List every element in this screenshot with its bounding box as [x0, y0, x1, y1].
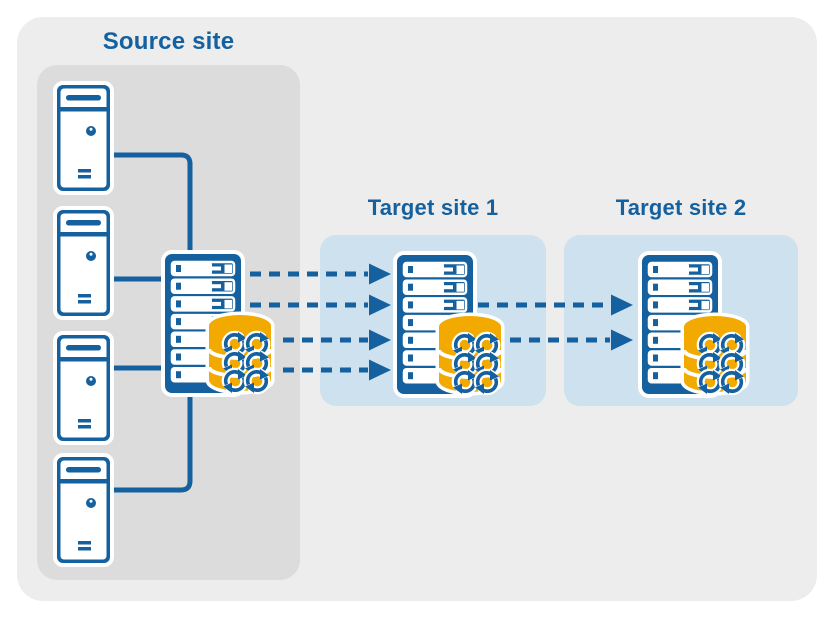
dashed-arrow-icon	[283, 359, 391, 381]
database-stack-icon-target1	[439, 316, 501, 394]
source-site-title: Source site	[102, 28, 235, 55]
dashed-arrow-icon	[250, 263, 391, 285]
database-stack-icon-target2	[684, 316, 746, 394]
dashed-arrow-icon	[283, 329, 391, 351]
replication-arrows-target1-to-target2	[478, 294, 633, 351]
target-site-2-title: Target site 2	[615, 195, 747, 220]
dashed-arrow-icon	[478, 294, 633, 316]
connector-tower4-line	[113, 397, 193, 493]
target-site-1-title: Target site 1	[367, 195, 499, 220]
tower-server-icon-3	[53, 331, 114, 445]
tower-server-icon-4	[53, 453, 114, 567]
tower-server-icon-2	[53, 206, 114, 320]
replication-arrows-source-to-target1	[250, 263, 391, 381]
tower-server-icon-1	[53, 81, 114, 195]
source-connector-lines	[112, 152, 193, 493]
database-stack-icon-source	[209, 315, 271, 393]
dashed-arrow-icon	[250, 294, 391, 316]
dashed-arrow-icon	[510, 329, 633, 351]
connector-tower1-line	[112, 152, 193, 250]
